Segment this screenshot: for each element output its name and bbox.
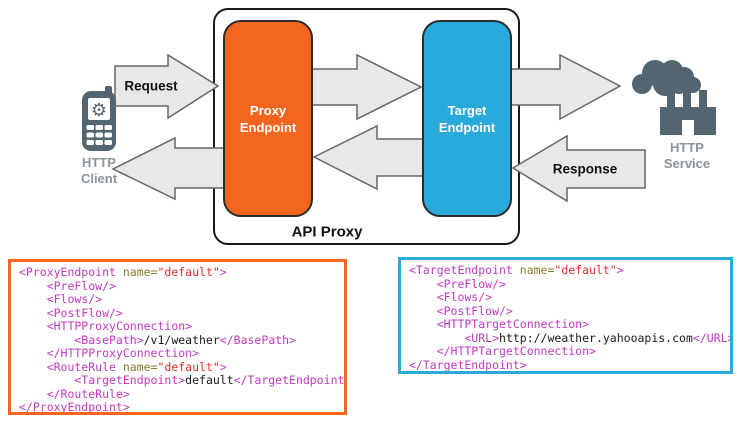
request-label: Request	[124, 78, 178, 94]
target-endpoint-xml-code: <TargetEndpoint name="default"> <PreFlow…	[398, 257, 733, 374]
code-line: </ProxyEndpoint>	[19, 400, 130, 414]
mobile-phone-icon: ⚙	[82, 86, 116, 151]
code-line: <TargetEndpoint name="default">	[409, 263, 624, 277]
proxy-endpoint-label: Proxy Endpoint	[239, 102, 297, 135]
code-line: </HTTPTargetConnection>	[409, 344, 596, 358]
http-client-label: HTTP Client	[80, 155, 118, 186]
target-endpoint-label: Target Endpoint	[438, 102, 496, 135]
code-line: <Flows/>	[409, 290, 493, 304]
factory-smoke-icon	[632, 60, 716, 135]
code-line: </HTTPProxyConnection>	[19, 346, 200, 360]
code-line: <RouteRule name="default">	[19, 359, 227, 374]
request-arrow	[114, 53, 220, 120]
code-line: </TargetEndpoint>	[409, 357, 527, 372]
code-line: <HTTPProxyConnection>	[19, 319, 193, 333]
http-service-label: HTTP Service	[663, 140, 711, 171]
response-label: Response	[552, 161, 618, 177]
code-line: <URL>http://weather.yahooapis.com</URL>	[409, 330, 733, 345]
target-to-proxy-arrow	[312, 124, 431, 191]
code-line: <ProxyEndpoint name="default">	[19, 265, 227, 279]
code-line: </RouteRule>	[19, 386, 130, 401]
proxy-endpoint-xml-code: <ProxyEndpoint name="default"> <PreFlow/…	[8, 259, 347, 415]
code-line: <HTTPTargetConnection>	[409, 317, 590, 331]
proxy-endpoint-box: Proxy Endpoint	[223, 20, 313, 217]
proxy-to-target-arrow	[304, 53, 423, 121]
code-line: <TargetEndpoint>default</TargetEndpoint>	[19, 373, 347, 387]
code-line: <PostFlow/>	[409, 303, 513, 318]
code-line: <BasePath>/v1/weather</BasePath>	[19, 332, 296, 347]
code-line: <PostFlow/>	[19, 305, 123, 320]
response-arrow	[511, 134, 646, 203]
target-to-service-arrow	[504, 53, 622, 121]
svg-text:⚙: ⚙	[91, 100, 107, 121]
code-line: <PreFlow/>	[409, 276, 506, 291]
code-line: <Flows/>	[19, 292, 103, 306]
code-line: <PreFlow/>	[19, 278, 116, 293]
api-proxy-label: API Proxy	[291, 223, 363, 241]
target-endpoint-box: Target Endpoint	[422, 20, 512, 217]
